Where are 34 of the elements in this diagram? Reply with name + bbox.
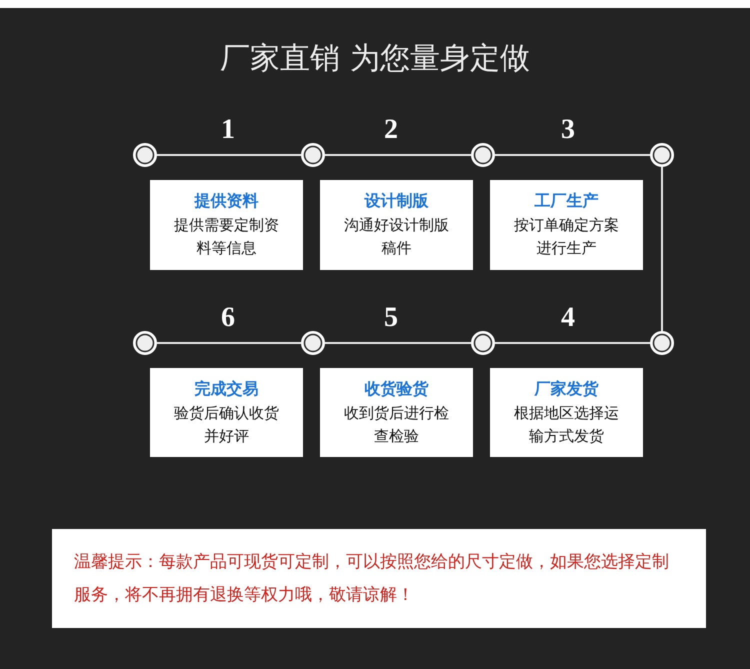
connector-line bbox=[157, 342, 301, 344]
notice-panel bbox=[52, 529, 706, 628]
connector-line bbox=[325, 342, 471, 344]
notice-text: 温馨提示：每款产品可现货可定制，可以按照您给的尺寸定做，如果您选择定制服务，将不再拥有退换等权力哦，敬请谅解！ bbox=[74, 550, 670, 606]
connector-line bbox=[157, 154, 301, 156]
step-number: 5 bbox=[383, 302, 399, 334]
step-heading: 厂家发货 bbox=[534, 378, 598, 400]
step-description: 提供需要定制资料等信息 bbox=[173, 215, 280, 259]
step-number: 3 bbox=[560, 114, 576, 146]
connector-line bbox=[495, 342, 650, 344]
connector-line bbox=[495, 154, 650, 156]
step-description: 收到货后进行检查检验 bbox=[343, 402, 450, 446]
step-card bbox=[150, 180, 303, 270]
step-card bbox=[490, 368, 643, 457]
step-heading: 提供资料 bbox=[194, 190, 258, 212]
connector-line bbox=[325, 154, 471, 156]
step-description: 验货后确认收货并好评 bbox=[173, 402, 280, 446]
step-heading: 收货验货 bbox=[364, 378, 428, 400]
step-heading: 工厂生产 bbox=[534, 190, 598, 212]
step-card bbox=[320, 368, 473, 457]
step-number: 4 bbox=[560, 302, 576, 334]
step-number: 2 bbox=[383, 114, 399, 146]
step-description: 沟通好设计制版稿件 bbox=[343, 215, 450, 259]
step-card bbox=[490, 180, 643, 270]
connector-line bbox=[661, 167, 663, 331]
step-description: 按订单确定方案进行生产 bbox=[513, 215, 620, 259]
step-heading: 设计制版 bbox=[364, 190, 428, 212]
step-heading: 完成交易 bbox=[194, 378, 258, 400]
step-card bbox=[320, 180, 473, 270]
step-card bbox=[150, 368, 303, 457]
step-number: 6 bbox=[220, 302, 236, 334]
title: 厂家直销 为您量身定做 bbox=[219, 40, 531, 78]
step-number: 1 bbox=[220, 114, 236, 146]
step-description: 根据地区选择运输方式发货 bbox=[513, 402, 620, 446]
